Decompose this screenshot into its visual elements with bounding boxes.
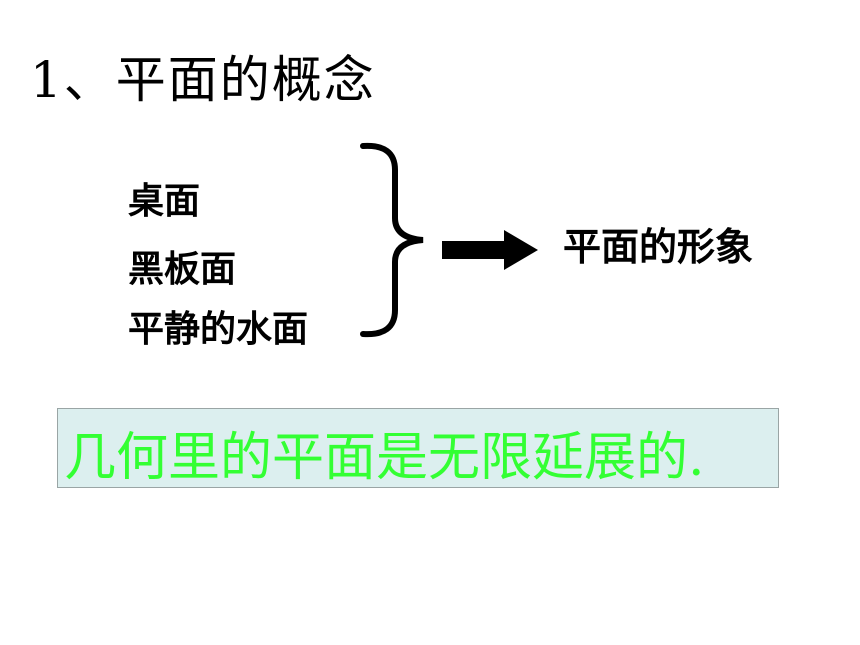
right-brace-icon	[360, 142, 424, 338]
conclusion-text: 几何里的平面是无限延展的.	[64, 428, 705, 488]
example-water-surface: 平静的水面	[128, 309, 309, 350]
right-arrow-icon	[442, 230, 538, 270]
conclusion-box: 几何里的平面是无限延展的.	[57, 408, 779, 488]
example-desk-surface: 桌面	[128, 181, 201, 222]
example-blackboard-surface: 黑板面	[128, 249, 237, 290]
slide-title: 1、平面的概念	[30, 51, 376, 109]
result-label: 平面的形象	[563, 225, 754, 269]
